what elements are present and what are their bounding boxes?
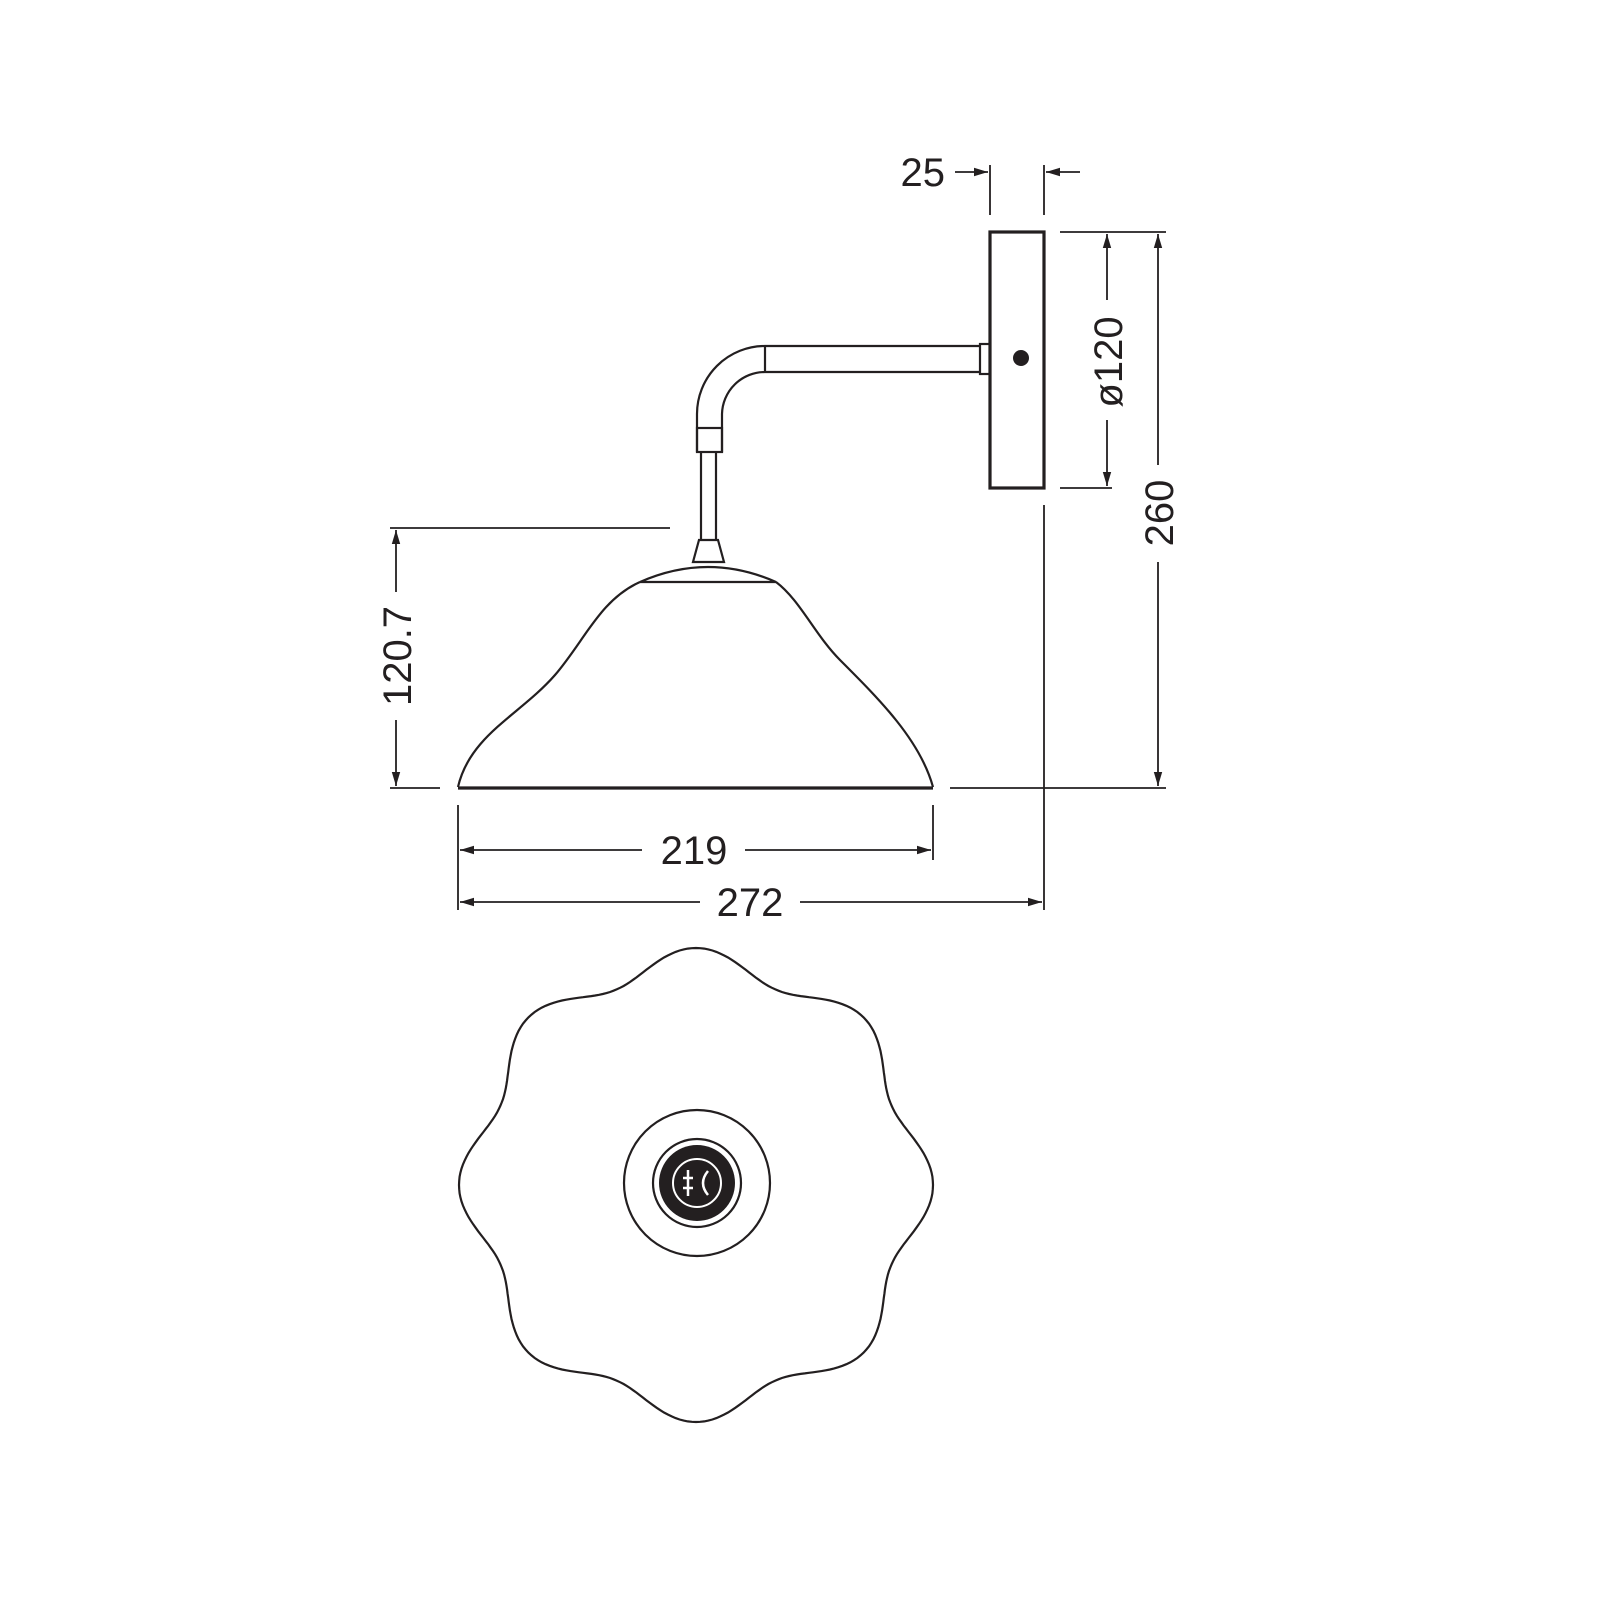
socket [659,1145,735,1221]
dim-shade-width: 219 [661,829,728,873]
socket-ring [651,1137,743,1229]
side-view [456,230,1046,790]
dim-shade-height: 120.7 [376,606,420,706]
top-view [457,946,935,1424]
arm-collar [978,342,992,376]
dimension-219: 219 [457,805,934,873]
arm-joint [695,426,724,454]
cap-circle [622,1108,772,1258]
dim-total-height: 260 [1138,480,1182,547]
dimension-120-7: 120.7 [376,527,670,789]
rod [691,452,726,564]
screw-dot [1013,350,1029,366]
shade-cap [639,565,777,584]
shade-wavy-outline [457,946,935,1424]
dimension-260: 260 [950,234,1182,789]
arm-tube [695,344,980,452]
socket-contacts-icon [683,1170,709,1196]
dim-plate-depth: 25 [901,151,946,195]
socket-inner-ring [672,1158,722,1208]
dimension-25: 25 [901,151,1080,215]
dim-plate-diameter: ø120 [1087,316,1131,407]
dim-total-projection: 272 [717,881,784,925]
dimension-diameter-120: ø120 [1060,231,1166,489]
dimension-272: 272 [457,505,1045,925]
shade-outline [456,580,935,788]
